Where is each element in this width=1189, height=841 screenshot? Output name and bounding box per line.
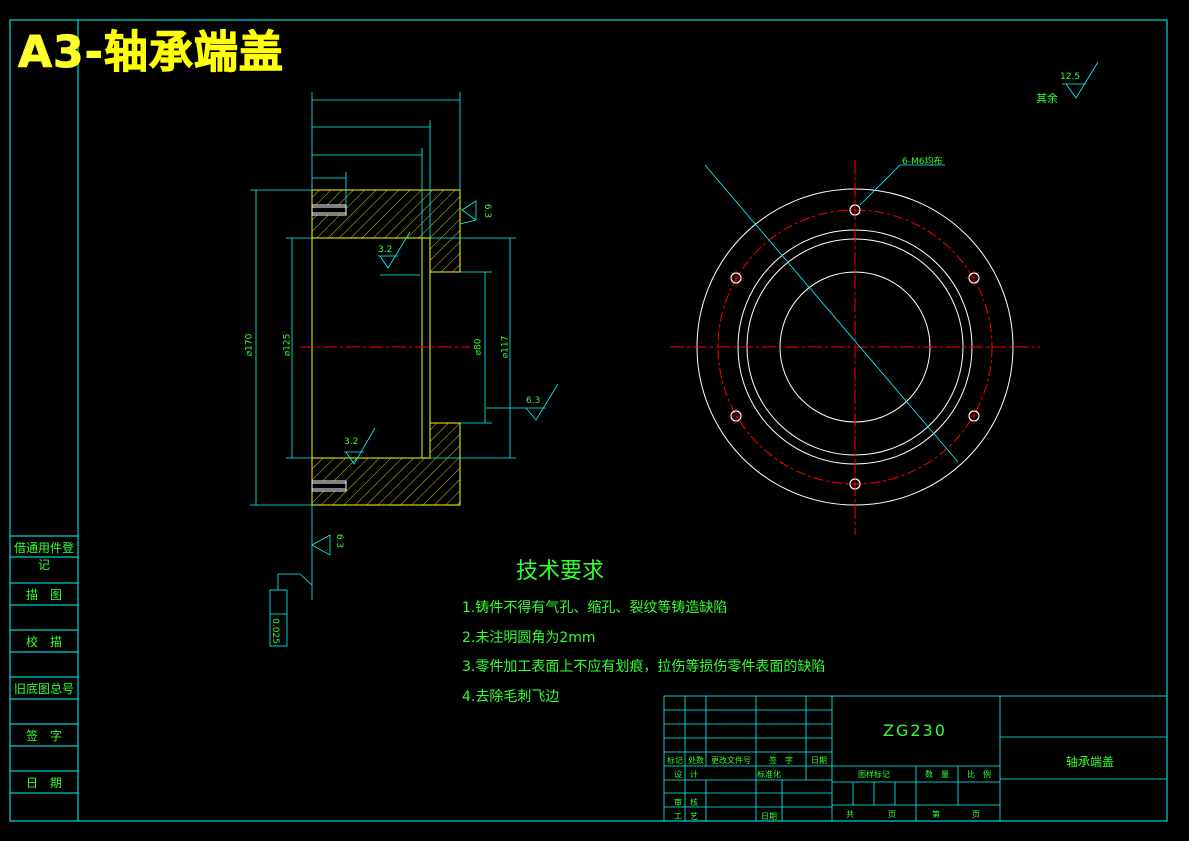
roughness-other-label: 其余	[1036, 92, 1058, 105]
dim-d117: ⌀117	[500, 335, 511, 359]
tech-item-2: 2.未注明圆角为2mm	[462, 630, 596, 646]
drawing-frame	[9, 19, 1168, 822]
dim-d80: ⌀80	[473, 338, 484, 356]
side-label-signature: 签 字	[25, 729, 62, 743]
tb-design: 设 计	[674, 770, 698, 779]
dim-holes: 6-M6均布	[902, 157, 943, 167]
side-label-trace: 描 图	[25, 588, 62, 602]
roughness-symbol-1	[379, 231, 411, 269]
side-label-check: 校 描	[25, 635, 62, 649]
part-name: 轴承端盖	[1066, 755, 1115, 769]
tech-item-3: 3.零件加工表面上不应有划痕，拉伤等损伤零件表面的缺陷	[462, 659, 826, 675]
section-hatch-bottom	[311, 422, 461, 506]
roughness-other-value: 12.5	[1060, 72, 1081, 82]
tech-item-4: 4.去除毛刺飞边	[462, 689, 560, 705]
side-label-borrow: 借通用件登记	[13, 541, 74, 572]
dim-d170: ⌀170	[244, 333, 255, 357]
tolerance-frame	[269, 589, 288, 647]
tb-rev-count: 处数	[688, 756, 704, 765]
roughness-value-3: 6.3	[526, 396, 541, 406]
tb-total: 共	[846, 810, 854, 819]
dim-d125: ⌀125	[282, 333, 293, 357]
title-block	[663, 695, 1168, 822]
tb-process: 工 艺	[674, 812, 698, 821]
tb-rev-sign: 签 字	[769, 756, 793, 765]
section-view	[250, 61, 1099, 647]
tb-page-no: 第	[932, 810, 940, 819]
tb-review: 审 核	[674, 798, 698, 807]
roughness-symbol-2	[345, 427, 376, 465]
tb-rev-mark: 标记	[667, 756, 683, 765]
tb-rev-date: 日期	[811, 756, 827, 765]
tb-sheet-1: 页	[888, 810, 896, 819]
tb-quantity: 数 量	[925, 770, 949, 779]
tb-sheet-2: 页	[972, 810, 980, 819]
front-view	[670, 160, 1040, 535]
roughness-value-4: 6.3	[482, 203, 493, 219]
dim-tolerance: 0.025	[269, 618, 280, 644]
tb-date: 日期	[761, 812, 777, 821]
roughness-value-1: 3.2	[378, 245, 393, 255]
tech-heading: 技术要求	[516, 559, 605, 584]
side-label-date: 日 期	[25, 776, 62, 790]
side-label-old-number: 旧底图总号	[13, 682, 74, 696]
tb-scale: 比 例	[967, 770, 991, 779]
section-hatch-top	[311, 189, 461, 273]
roughness-value-2: 3.2	[344, 437, 359, 447]
material: ZG230	[883, 721, 947, 740]
tb-rev-doc: 更改文件号	[711, 756, 751, 765]
tapped-hole-bottom	[311, 480, 347, 492]
roughness-symbol-4	[461, 200, 477, 221]
drawing-title: A3-轴承端盖	[18, 27, 284, 79]
roughness-value-5: 6.3	[334, 533, 345, 549]
roughness-symbol-other	[1065, 61, 1099, 99]
roughness-symbol-3	[525, 383, 559, 421]
tb-stage: 图样标记	[858, 770, 890, 779]
roughness-symbol-5	[311, 534, 331, 556]
tb-standardize: 标准化	[757, 770, 781, 779]
tapped-hole-top	[311, 204, 347, 216]
tech-item-1: 1.铸件不得有气孔、缩孔、裂纹等铸造缺陷	[462, 600, 728, 616]
